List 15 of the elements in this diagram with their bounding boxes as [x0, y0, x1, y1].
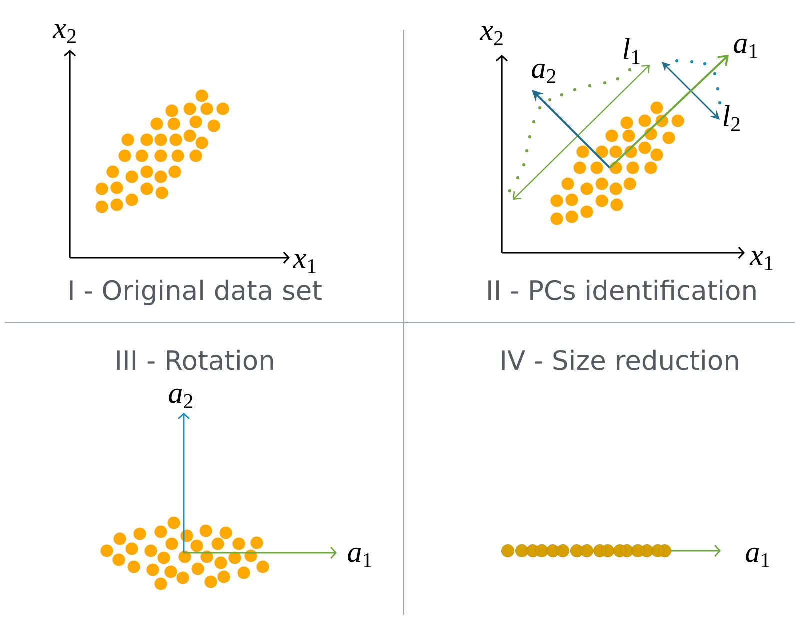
axis-label: x$_{1}$: [750, 251, 773, 270]
vector-label: a$_{2}$: [532, 64, 556, 84]
axis-label: a$_{1}$: [348, 548, 372, 568]
panel-title: IV - Size reduction: [502, 350, 738, 370]
axis-label: a$_{1}$: [746, 548, 770, 568]
axis-label: x$_{2}$: [52, 24, 76, 44]
vector-label: a$_{1}$: [734, 38, 758, 58]
panel-title: III - Rotation: [117, 350, 274, 370]
vector-label: l$_{1}$: [624, 38, 640, 64]
axis-label: x$_{1}$: [292, 254, 316, 274]
panel-caption: I - Original data set: [70, 280, 322, 306]
vector-label: l$_{2}$: [724, 105, 740, 132]
panel-caption: II - PCs identification: [488, 280, 756, 300]
axis-label: a$_{2}$: [169, 388, 193, 408]
axis-label: x$_{2}$: [480, 26, 503, 46]
